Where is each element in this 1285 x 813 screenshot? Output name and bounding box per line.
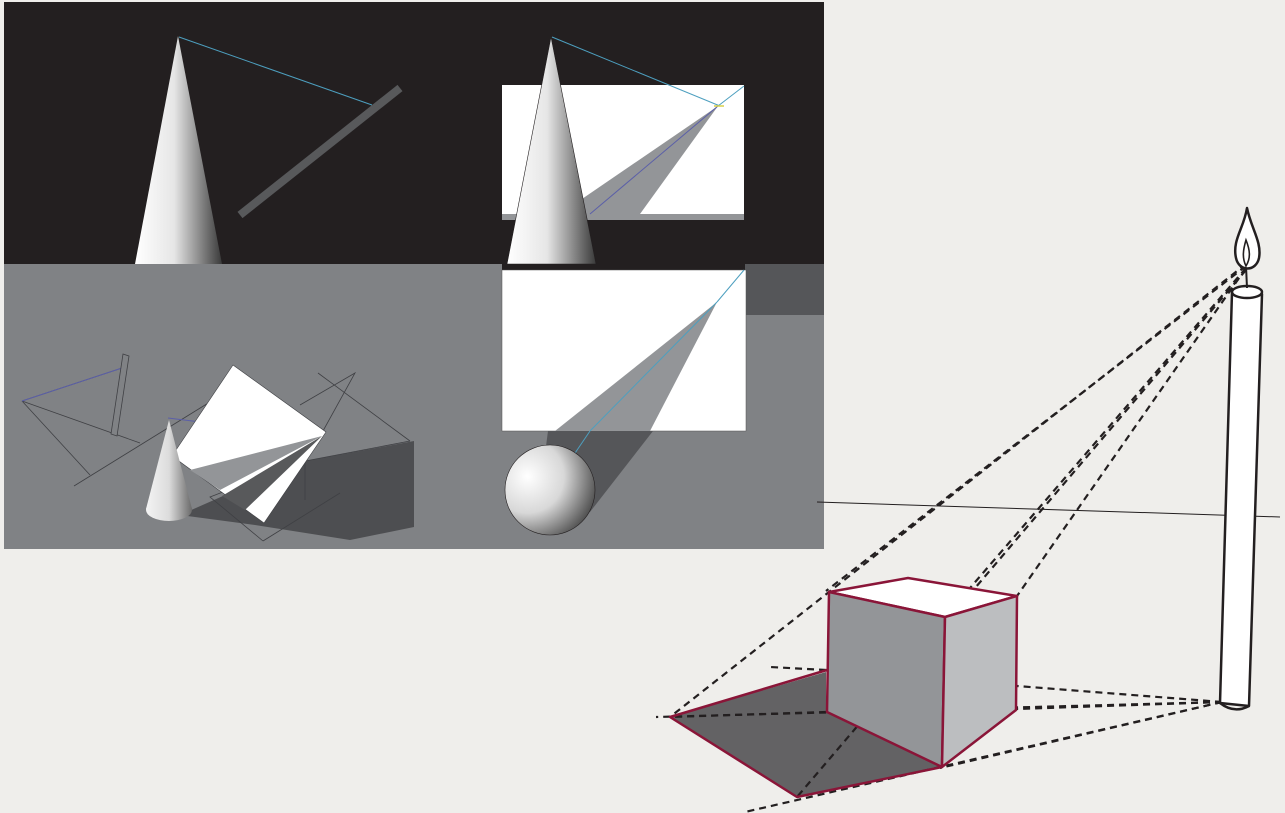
cube-side-face [942, 596, 1017, 767]
sphere-shape [505, 445, 595, 535]
dark-corner-shape [745, 264, 824, 315]
sphere-with-plane-shadow-study [414, 264, 824, 549]
cone-with-tilted-card-shadow-study [4, 264, 414, 549]
candle-icon [1220, 208, 1262, 709]
cone-with-plane-shadow-study [414, 2, 824, 264]
cone-with-rod-shadow-study [4, 2, 414, 264]
candle-body-shape [1220, 292, 1262, 706]
horizon-line [817, 502, 1280, 517]
dark-band-shape [502, 264, 745, 270]
cone-base-shape [146, 499, 192, 521]
candle-flame-icon [1235, 208, 1259, 269]
